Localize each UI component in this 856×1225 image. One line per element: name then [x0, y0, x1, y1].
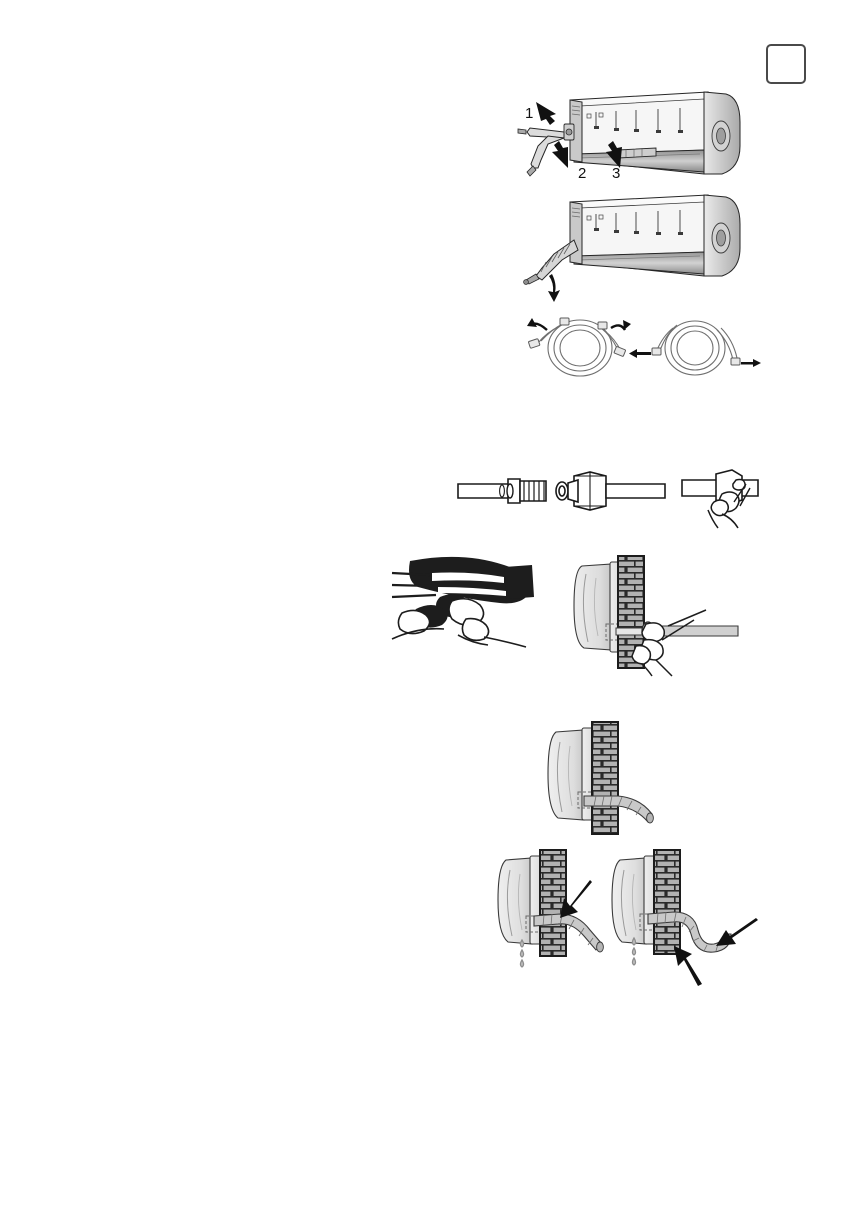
- figure-flare-nut-and-tightening: [450, 462, 760, 530]
- refrigerant-pipes: [526, 127, 565, 169]
- callout-label-1: 1: [525, 105, 534, 122]
- flare-fitting: [457, 478, 547, 504]
- drain-hose: [617, 147, 657, 159]
- pipe-strands: [391, 571, 437, 599]
- pipe-coil-right: [664, 320, 726, 376]
- hand-feeding-pipe: [631, 622, 666, 665]
- tape-lines: [593, 795, 642, 816]
- callout-arrows: [536, 102, 622, 168]
- figure-indoor-unit-wrapped-pipe: [508, 192, 748, 302]
- indoor-unit-side: [497, 855, 545, 945]
- water-drops: [631, 936, 637, 966]
- tape-wrap-lines: [540, 243, 571, 273]
- figure-indoor-unit-pipe-connection: 1 2 3: [508, 88, 748, 196]
- figure-pipe-coils: [505, 306, 761, 388]
- brick-wall: [653, 849, 681, 955]
- direction-arrow-down: [548, 274, 560, 302]
- flare-nut: [555, 471, 666, 511]
- figure-feeding-pipe-through-wall: [572, 548, 740, 677]
- water-drops: [519, 938, 525, 968]
- pipe-coil-left: [547, 319, 613, 377]
- brick-wall: [591, 721, 619, 835]
- callout-label-2: 2: [578, 165, 587, 182]
- error-arrow: [560, 880, 592, 918]
- figure-taping-pipe-bundle: [391, 543, 570, 658]
- indoor-unit-side: [611, 855, 659, 945]
- page-number-box: [766, 44, 806, 84]
- pipe-bundle-wavy: [647, 911, 732, 953]
- thread-lines: [523, 481, 545, 501]
- hand-gripping: [707, 478, 746, 529]
- pull-arrows: [629, 349, 761, 367]
- brick-wall: [539, 849, 567, 957]
- indoor-unit-side: [573, 561, 625, 653]
- callout-label-3: 3: [612, 165, 621, 182]
- taped-pipe-bundle: [535, 239, 579, 281]
- figure-incorrect-routing-kink: [497, 848, 626, 970]
- figure-correct-pipe-routing: [547, 718, 706, 838]
- error-arrows: [674, 918, 758, 986]
- hand-outlines: [397, 597, 490, 642]
- arm-lines: [391, 627, 527, 648]
- figure-incorrect-routing-wavy: [611, 848, 760, 986]
